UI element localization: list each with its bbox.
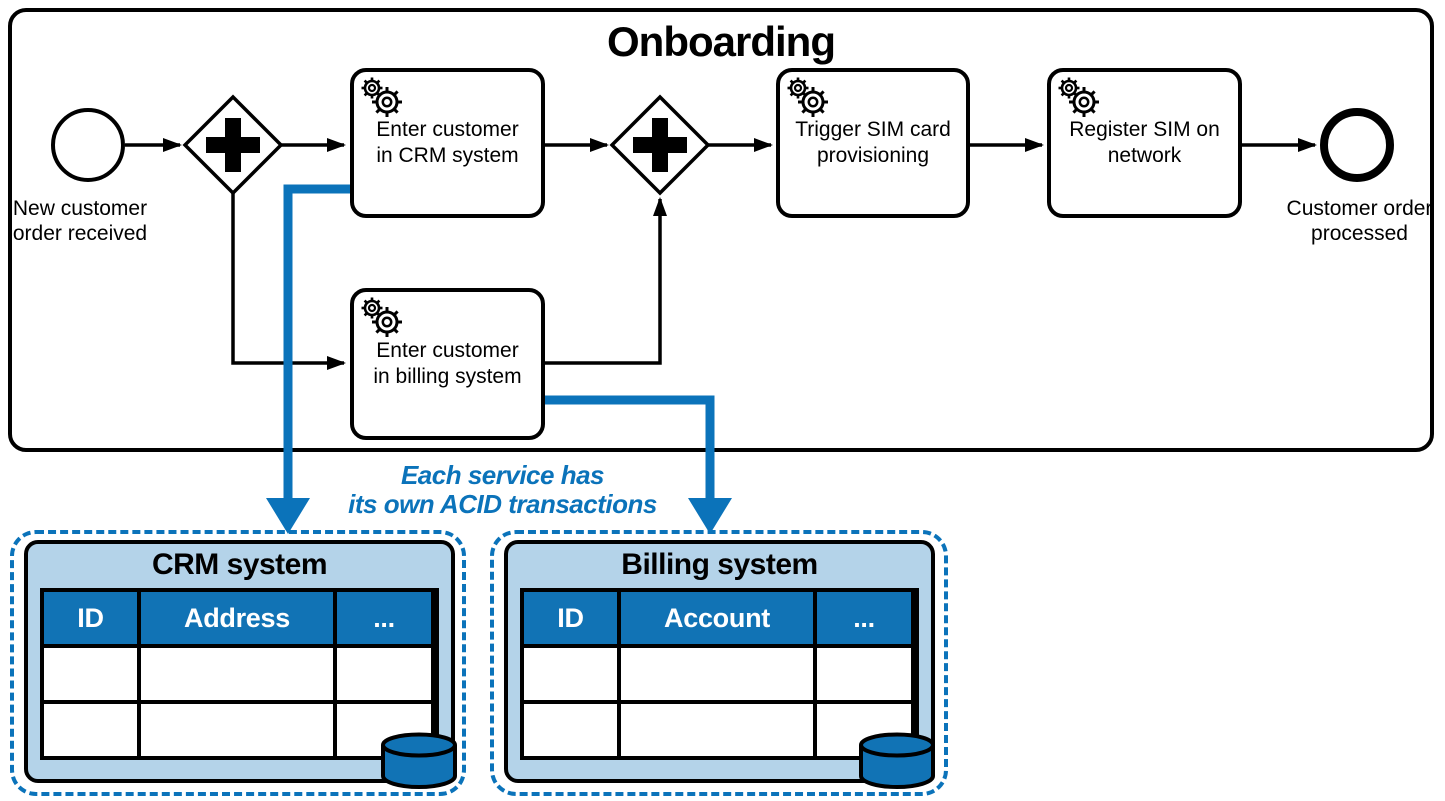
crm-table: ID Address ... [40,588,439,760]
database-icon-crm [381,732,457,789]
table-cell-empty [621,704,813,756]
table-cell-empty [44,704,137,756]
task-trigger-sim-provisioning: Trigger SIM card provisioning [776,68,970,218]
billing-table: ID Account ... [520,588,919,760]
billing-table-header-account: Account [621,592,813,644]
task-enter-customer-billing: Enter customer in billing system [350,288,545,440]
blue-arrowhead-crm [266,498,310,534]
parallel-gateway-join [609,94,711,196]
table-cell-empty [621,648,813,700]
flow-task-billing-to-gateway2 [545,197,667,365]
crm-system-panel: CRM system ID Address ... [10,530,466,796]
table-cell-empty [44,648,137,700]
start-event [51,108,125,182]
billing-system-title: Billing system [621,548,818,581]
crm-table-header-address: Address [141,592,333,644]
billing-system-box: Billing system ID Account ... [504,540,935,783]
table-cell-empty [524,648,617,700]
billing-table-header-more: ... [817,592,911,644]
task-register-sim-network: Register SIM on network [1047,68,1242,218]
pool-title: Onboarding [607,18,836,65]
start-event-label: New customer order received [12,197,148,246]
crm-system-title: CRM system [151,548,328,581]
acid-annotation: Each service has its own ACID transactio… [348,460,657,520]
blue-arrowhead-billing [688,498,732,534]
crm-table-header-id: ID [44,592,137,644]
table-cell-empty [337,648,431,700]
billing-table-header-id: ID [524,592,617,644]
task-label: Enter customer in CRM system [376,117,519,167]
end-event [1320,108,1394,182]
flow-gateway1-to-task-billing [231,193,346,370]
task-label: Enter customer in billing system [373,338,522,388]
crm-system-box: CRM system ID Address ... [24,540,455,783]
table-cell-empty [141,704,333,756]
end-event-label: Customer order processed [1286,197,1433,246]
blue-arrow-crm [283,184,350,500]
crm-table-header-more: ... [337,592,431,644]
table-cell-empty [141,648,333,700]
database-icon-billing [859,732,935,789]
parallel-gateway-split [182,94,284,196]
blue-arrow-billing [545,395,715,500]
table-cell-empty [817,648,911,700]
billing-system-panel: Billing system ID Account ... [490,530,948,796]
task-label: Register SIM on network [1069,117,1220,167]
table-cell-empty [524,704,617,756]
task-enter-customer-crm: Enter customer in CRM system [350,68,545,218]
task-label: Trigger SIM card provisioning [795,117,951,167]
